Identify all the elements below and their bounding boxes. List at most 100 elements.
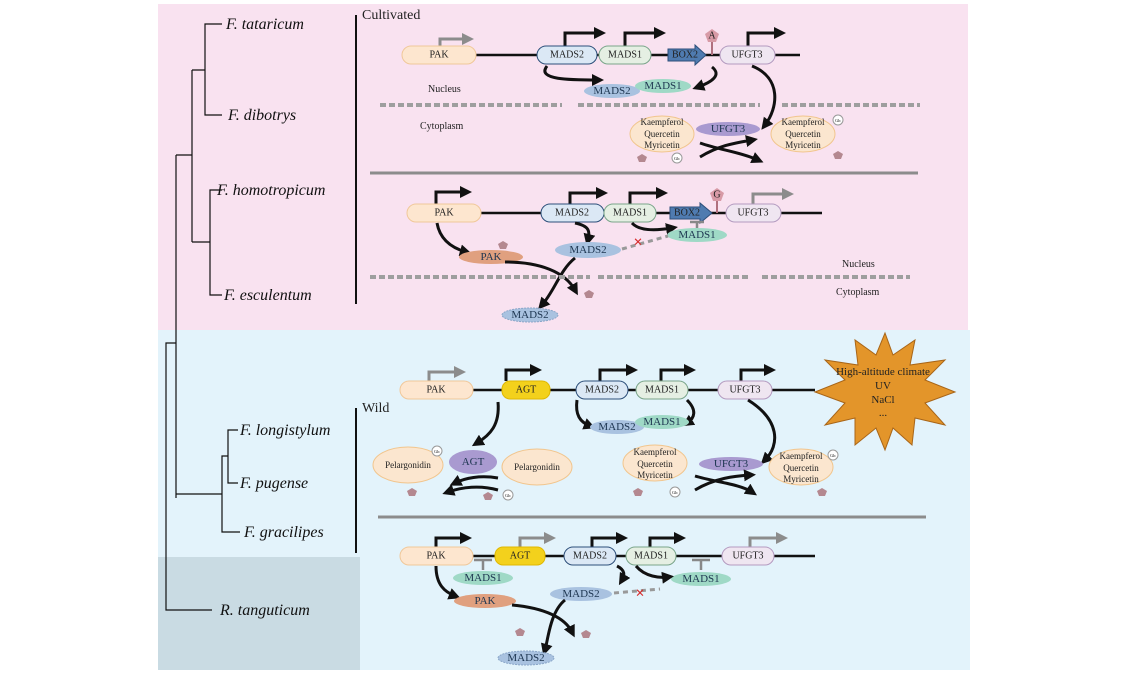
gene-agt: AGT [501, 380, 551, 400]
svg-text:PAK: PAK [429, 50, 449, 61]
gene-mads1: MADS1 [625, 546, 677, 566]
udp-icon [817, 488, 827, 496]
blocked-interaction [613, 587, 661, 595]
enzyme-ufgt3: UFGT3 [696, 122, 760, 136]
udp-icon [483, 492, 493, 500]
svg-text:Glc: Glc [672, 490, 678, 495]
enzyme-ufgt3: UFGT3 [699, 457, 763, 471]
gene-mads2: MADS2 [536, 45, 598, 65]
histone-mark-g: G [710, 188, 724, 213]
pelargonidin-substrate: Pelargonidin [501, 448, 573, 486]
gene-mads2: MADS2 [575, 380, 629, 400]
protein-mads2: MADS2 [584, 84, 640, 98]
udp-icon [407, 488, 417, 496]
svg-text:MADS2: MADS2 [585, 385, 619, 396]
gene-mads1: MADS1 [603, 203, 657, 223]
svg-text:MADS1: MADS1 [645, 385, 679, 396]
enzyme-agt: AGT [449, 450, 497, 474]
svg-text:MADS2: MADS2 [593, 85, 630, 97]
pelargonidin-product: Pelargonidin [372, 446, 444, 484]
svg-text:MADS2: MADS2 [511, 309, 548, 321]
svg-text:Glc: Glc [674, 156, 680, 161]
protein-mads2: MADS2 [550, 587, 612, 601]
block-x-icon: × [633, 234, 642, 251]
outgroup-background [158, 557, 360, 670]
panel-esculentum-pathway: PAK MADS2 MADS1 BOX2 G UFGT3 MADS1 PAK M… [370, 186, 910, 323]
udp-icon [498, 241, 508, 249]
svg-text:A: A [708, 31, 716, 42]
svg-text:PAK: PAK [475, 595, 496, 607]
svg-text:MADS2: MADS2 [562, 588, 599, 600]
species-label: F. pugense [239, 475, 308, 492]
svg-text:PAK: PAK [426, 385, 446, 396]
svg-text:Myricetin: Myricetin [637, 470, 673, 480]
svg-text:High-altitude climate: High-altitude climate [836, 366, 930, 378]
species-label: R. tanguticum [219, 602, 310, 619]
protein-mads1: MADS1 [635, 415, 689, 429]
svg-text:MADS2: MADS2 [555, 208, 589, 219]
gene-pak: PAK [406, 203, 482, 223]
panel-outgroup-pathway: PAK AGT MADS2 MADS1 UFGT3 MADS1 MADS1 PA… [399, 532, 815, 666]
udp-icon [515, 628, 525, 636]
block-x-icon: × [635, 585, 644, 602]
gene-mads2: MADS2 [563, 546, 617, 566]
svg-text:MADS2: MADS2 [598, 421, 635, 433]
svg-text:Kaempferol: Kaempferol [641, 117, 684, 127]
svg-text:Myricetin: Myricetin [644, 140, 680, 150]
species-label: F. esculentum [223, 287, 312, 304]
glc-icon: Glc [671, 152, 683, 164]
svg-text:Glc: Glc [835, 118, 841, 123]
gene-pak: PAK [399, 546, 474, 566]
svg-text:AGT: AGT [510, 551, 531, 562]
svg-text:MADS1: MADS1 [464, 572, 501, 584]
nucleus-label: Nucleus [842, 259, 875, 270]
svg-text:MADS1: MADS1 [634, 551, 668, 562]
gene-ufgt3: UFGT3 [721, 546, 775, 566]
svg-text:MADS2: MADS2 [569, 244, 606, 256]
environmental-stress-burst: High-altitude climate UV NaCl ... [813, 331, 957, 452]
glc-icon: Glc [669, 486, 681, 498]
udp-icon [633, 488, 643, 496]
phosphorylated-mads2: MADS2 [501, 307, 559, 323]
glc-icon: Glc [832, 114, 844, 126]
svg-text:UFGT3: UFGT3 [711, 123, 746, 135]
nucleus-label: Nucleus [428, 84, 461, 95]
histone-mark-a: A [705, 29, 719, 55]
protein-mads2: MADS2 [555, 242, 621, 258]
wild-label: Wild [362, 401, 389, 416]
svg-text:UFGT3: UFGT3 [731, 50, 762, 61]
box2-element: BOX2 [667, 43, 707, 67]
svg-text:Quercetin: Quercetin [785, 129, 821, 139]
svg-text:UV: UV [875, 380, 891, 392]
gene-ufgt3: UFGT3 [719, 45, 776, 65]
udp-icon [637, 154, 647, 162]
species-label: F. dibotrys [227, 107, 296, 124]
svg-text:Glc: Glc [505, 493, 511, 498]
protein-mads1: MADS1 [671, 572, 731, 586]
svg-text:BOX2: BOX2 [672, 50, 698, 61]
gene-pak: PAK [401, 45, 477, 65]
cytoplasm-label: Cytoplasm [420, 121, 464, 132]
svg-text:NaCl: NaCl [871, 394, 894, 406]
svg-text:AGT: AGT [462, 456, 485, 468]
blocked-interaction [621, 234, 669, 251]
cytoplasm-label: Cytoplasm [836, 287, 880, 298]
phylogenetic-tree: F. tataricum F. dibotrys F. homotropicum… [165, 16, 330, 619]
phosphorylated-mads2: MADS2 [497, 650, 555, 666]
svg-text:Kaempferol: Kaempferol [634, 447, 677, 457]
svg-text:Myricetin: Myricetin [783, 474, 819, 484]
svg-text:PAK: PAK [481, 251, 502, 263]
protein-mads1: MADS1 [453, 571, 513, 585]
udp-icon [581, 630, 591, 638]
svg-text:Quercetin: Quercetin [644, 129, 680, 139]
svg-text:MADS1: MADS1 [608, 50, 642, 61]
svg-text:PAK: PAK [434, 208, 454, 219]
protein-mads2: MADS2 [590, 420, 644, 434]
inhibition-mark [690, 220, 704, 228]
svg-text:UFGT3: UFGT3 [732, 551, 763, 562]
glc-icon: Glc [502, 489, 514, 501]
